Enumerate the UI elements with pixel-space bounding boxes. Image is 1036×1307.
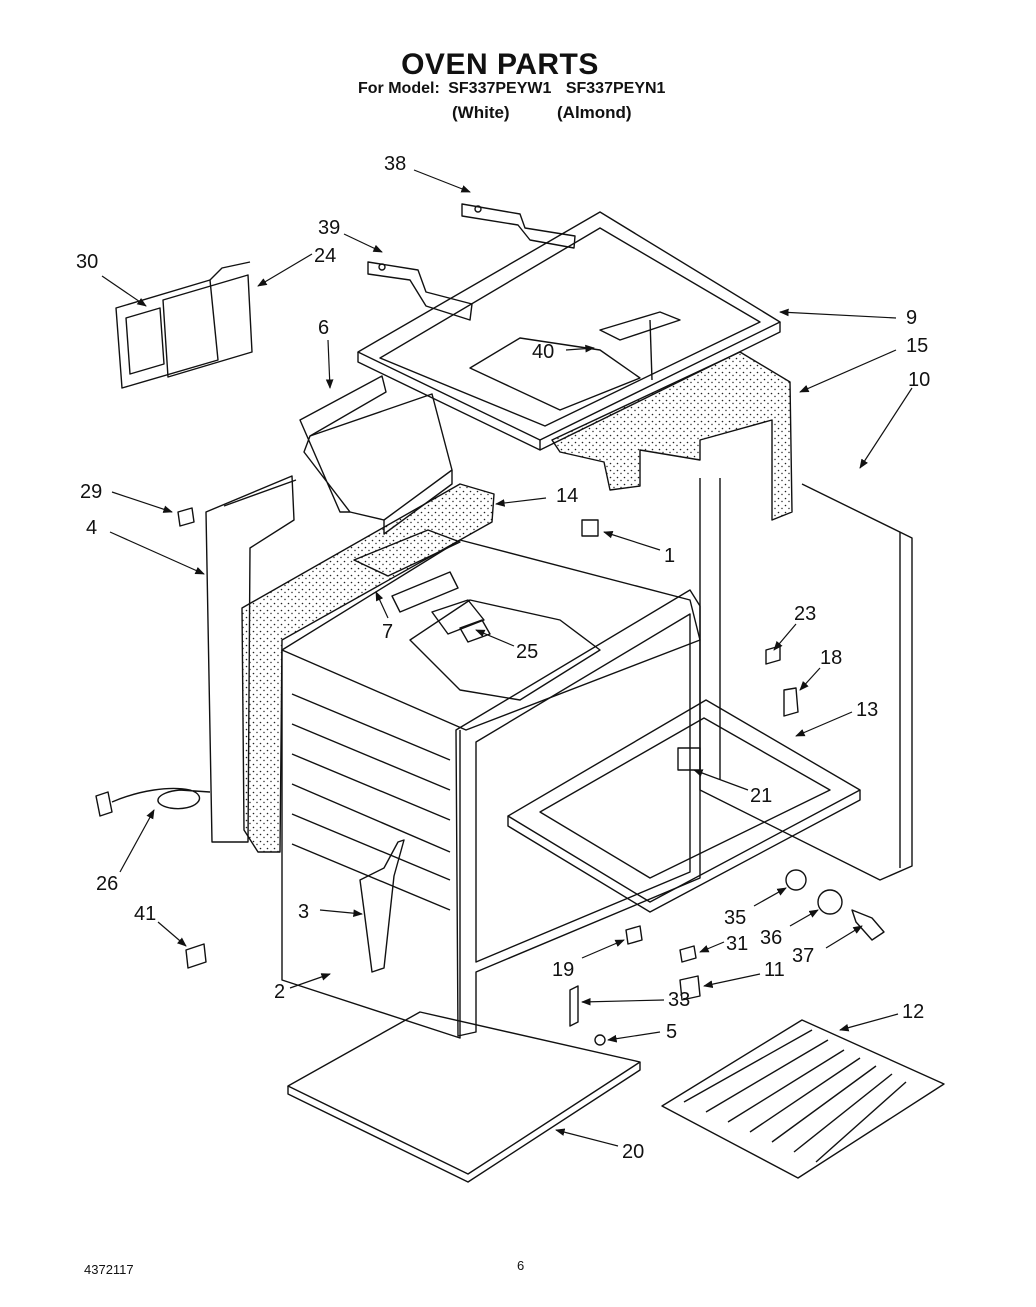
callout-21: 21	[750, 785, 772, 807]
page-title: OVEN PARTS	[401, 48, 599, 81]
callout-41: 41	[134, 903, 156, 925]
callout-2: 2	[274, 981, 285, 1003]
part-33-bracket	[569, 985, 579, 1027]
part-18-clip	[783, 687, 799, 717]
insulation-part	[551, 351, 793, 521]
part-37-bulb	[851, 909, 885, 941]
part-41-clip	[185, 943, 207, 969]
document-number: 4372117	[84, 1262, 134, 1277]
callout-13: 13	[856, 699, 878, 721]
callout-39: 39	[318, 217, 340, 239]
callout-numbers: 38 39 30 24 9 40 15 10 6 29 14 4 1 7 25 …	[76, 153, 930, 1163]
vent-bracket-part	[353, 529, 461, 613]
part-12-oven-rack	[661, 1019, 945, 1179]
cover-plate-part	[431, 599, 491, 643]
part-29-clip	[177, 507, 195, 527]
callout-leaders	[101, 169, 913, 1147]
callout-12: 12	[902, 1001, 924, 1023]
callout-35: 35	[724, 907, 746, 929]
part-36-socket	[817, 889, 843, 915]
model-line: For Model: SF337PEYW1 SF337PEYN1	[358, 80, 665, 98]
callout-24: 24	[314, 245, 336, 267]
callout-7: 7	[382, 621, 393, 643]
callout-19: 19	[552, 959, 574, 981]
variant-almond-label: (Almond)	[557, 103, 632, 122]
left-side-panel-part	[205, 475, 297, 843]
part-20-bottom-panel	[287, 1011, 641, 1183]
part-23-pin	[765, 645, 781, 665]
part-5-screw	[594, 1034, 606, 1046]
callout-23: 23	[794, 603, 816, 625]
callout-37: 37	[792, 945, 814, 967]
callout-14: 14	[556, 485, 578, 507]
part-11-leveler	[679, 975, 701, 1001]
model-label: For Model:	[358, 80, 440, 97]
part-35-knob	[785, 869, 807, 891]
callout-26: 26	[96, 873, 118, 895]
oven-cavity-body	[281, 539, 701, 1039]
model-number-almond: SF337PEYN1	[565, 80, 666, 97]
callout-10: 10	[908, 369, 930, 391]
callout-9: 9	[906, 307, 917, 329]
variant-white-label: (White)	[452, 103, 510, 122]
model-number-white: SF337PEYW1	[448, 80, 552, 97]
callout-1: 1	[664, 545, 675, 567]
front-insulation-part	[241, 483, 495, 853]
callout-33: 33	[668, 989, 690, 1011]
side-panel-part	[699, 478, 913, 881]
part-1-clip	[581, 519, 599, 537]
callout-6: 6	[318, 317, 329, 339]
callout-3: 3	[298, 901, 309, 923]
oven-tray-part	[507, 699, 861, 913]
part-26-cord	[95, 787, 211, 817]
callout-38: 38	[384, 153, 406, 175]
callout-20: 20	[622, 1141, 644, 1163]
callout-5: 5	[666, 1021, 677, 1043]
part-21-label	[677, 747, 701, 771]
callout-31: 31	[726, 933, 748, 955]
strip-part-39	[367, 261, 473, 321]
callout-18: 18	[820, 647, 842, 669]
part-3-igniter	[359, 839, 405, 973]
callout-29: 29	[80, 481, 102, 503]
front-frame-part	[455, 589, 701, 1037]
callout-25: 25	[516, 641, 538, 663]
callout-11: 11	[764, 959, 785, 981]
page-number: 6	[517, 1258, 525, 1273]
callout-30: 30	[76, 251, 98, 273]
control-bracket-part	[115, 261, 253, 389]
callout-15: 15	[906, 335, 928, 357]
callout-36: 36	[760, 927, 782, 949]
part-31-nut	[679, 945, 697, 963]
callout-4: 4	[86, 517, 97, 539]
strip-part-38	[461, 203, 576, 249]
top-panel-part	[357, 211, 781, 451]
callout-40: 40	[532, 341, 554, 363]
part-19-bracket	[625, 925, 643, 945]
